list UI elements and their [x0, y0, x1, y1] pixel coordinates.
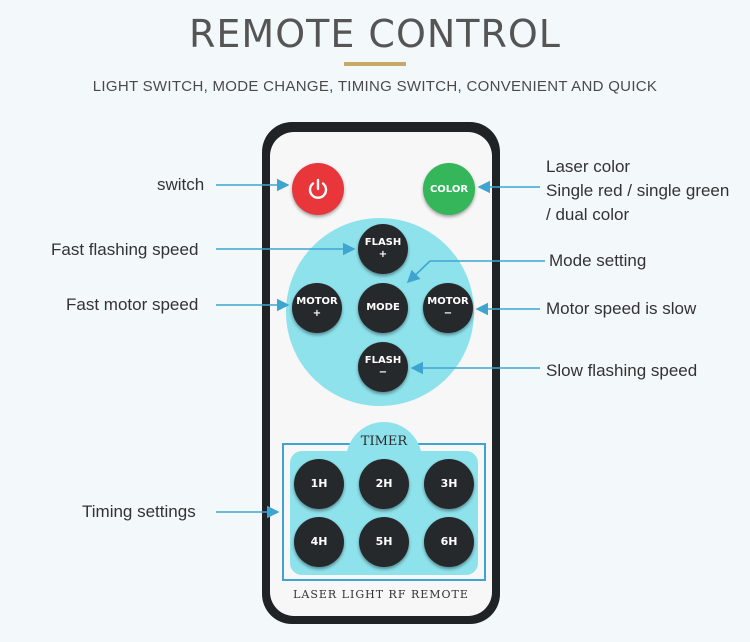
- label-switch: switch: [157, 175, 205, 194]
- timer-label: TIMER: [360, 434, 408, 449]
- motor-plus-sign: +: [312, 308, 322, 319]
- page-title: REMOTE CONTROL: [189, 12, 561, 56]
- motor-minus-button[interactable]: MOTOR −: [423, 283, 473, 333]
- timer-6h-button[interactable]: 6H: [424, 517, 474, 567]
- power-icon: [308, 178, 328, 199]
- label-fast-flashing: Fast flashing speed: [51, 240, 199, 259]
- label-laser-color-options: Single red / single green: [546, 181, 730, 200]
- timer-4h-button[interactable]: 4H: [294, 517, 344, 567]
- remote-model-label: LASER LIGHT RF REMOTE: [293, 588, 469, 601]
- label-timing: Timing settings: [82, 502, 196, 521]
- flash-minus-label: FLASH: [364, 355, 402, 366]
- motor-minus-sign: −: [443, 308, 453, 319]
- page-subtitle: LIGHT SWITCH, MODE CHANGE, TIMING SWITCH…: [92, 78, 658, 95]
- timer-2h-button[interactable]: 2H: [359, 459, 409, 509]
- color-button[interactable]: COLOR: [423, 163, 475, 215]
- flash-plus-sign: +: [378, 249, 388, 260]
- timer-1h-button[interactable]: 1H: [294, 459, 344, 509]
- power-button[interactable]: [292, 163, 344, 215]
- label-motor-slow: Motor speed is slow: [546, 299, 697, 318]
- label-fast-motor: Fast motor speed: [66, 295, 199, 314]
- mode-button[interactable]: MODE: [358, 283, 408, 333]
- motor-plus-label: MOTOR: [296, 296, 338, 307]
- mode-label: MODE: [366, 302, 400, 313]
- flash-plus-label: FLASH: [364, 237, 402, 248]
- timer-5h-button[interactable]: 5H: [359, 517, 409, 567]
- flash-minus-sign: −: [378, 367, 388, 378]
- arrow-mode-setting: [406, 260, 545, 284]
- motor-minus-label: MOTOR: [427, 296, 469, 307]
- label-laser-color: Laser color: [546, 157, 631, 176]
- timer-3h-button[interactable]: 3H: [424, 459, 474, 509]
- label-laser-color-dual: / dual color: [546, 205, 630, 224]
- flash-plus-button[interactable]: FLASH +: [358, 224, 408, 274]
- motor-plus-button[interactable]: MOTOR +: [292, 283, 342, 333]
- label-slow-flashing: Slow flashing speed: [546, 361, 698, 380]
- title-underline: [344, 62, 406, 66]
- flash-minus-button[interactable]: FLASH −: [358, 342, 408, 392]
- label-mode-setting: Mode setting: [549, 251, 647, 270]
